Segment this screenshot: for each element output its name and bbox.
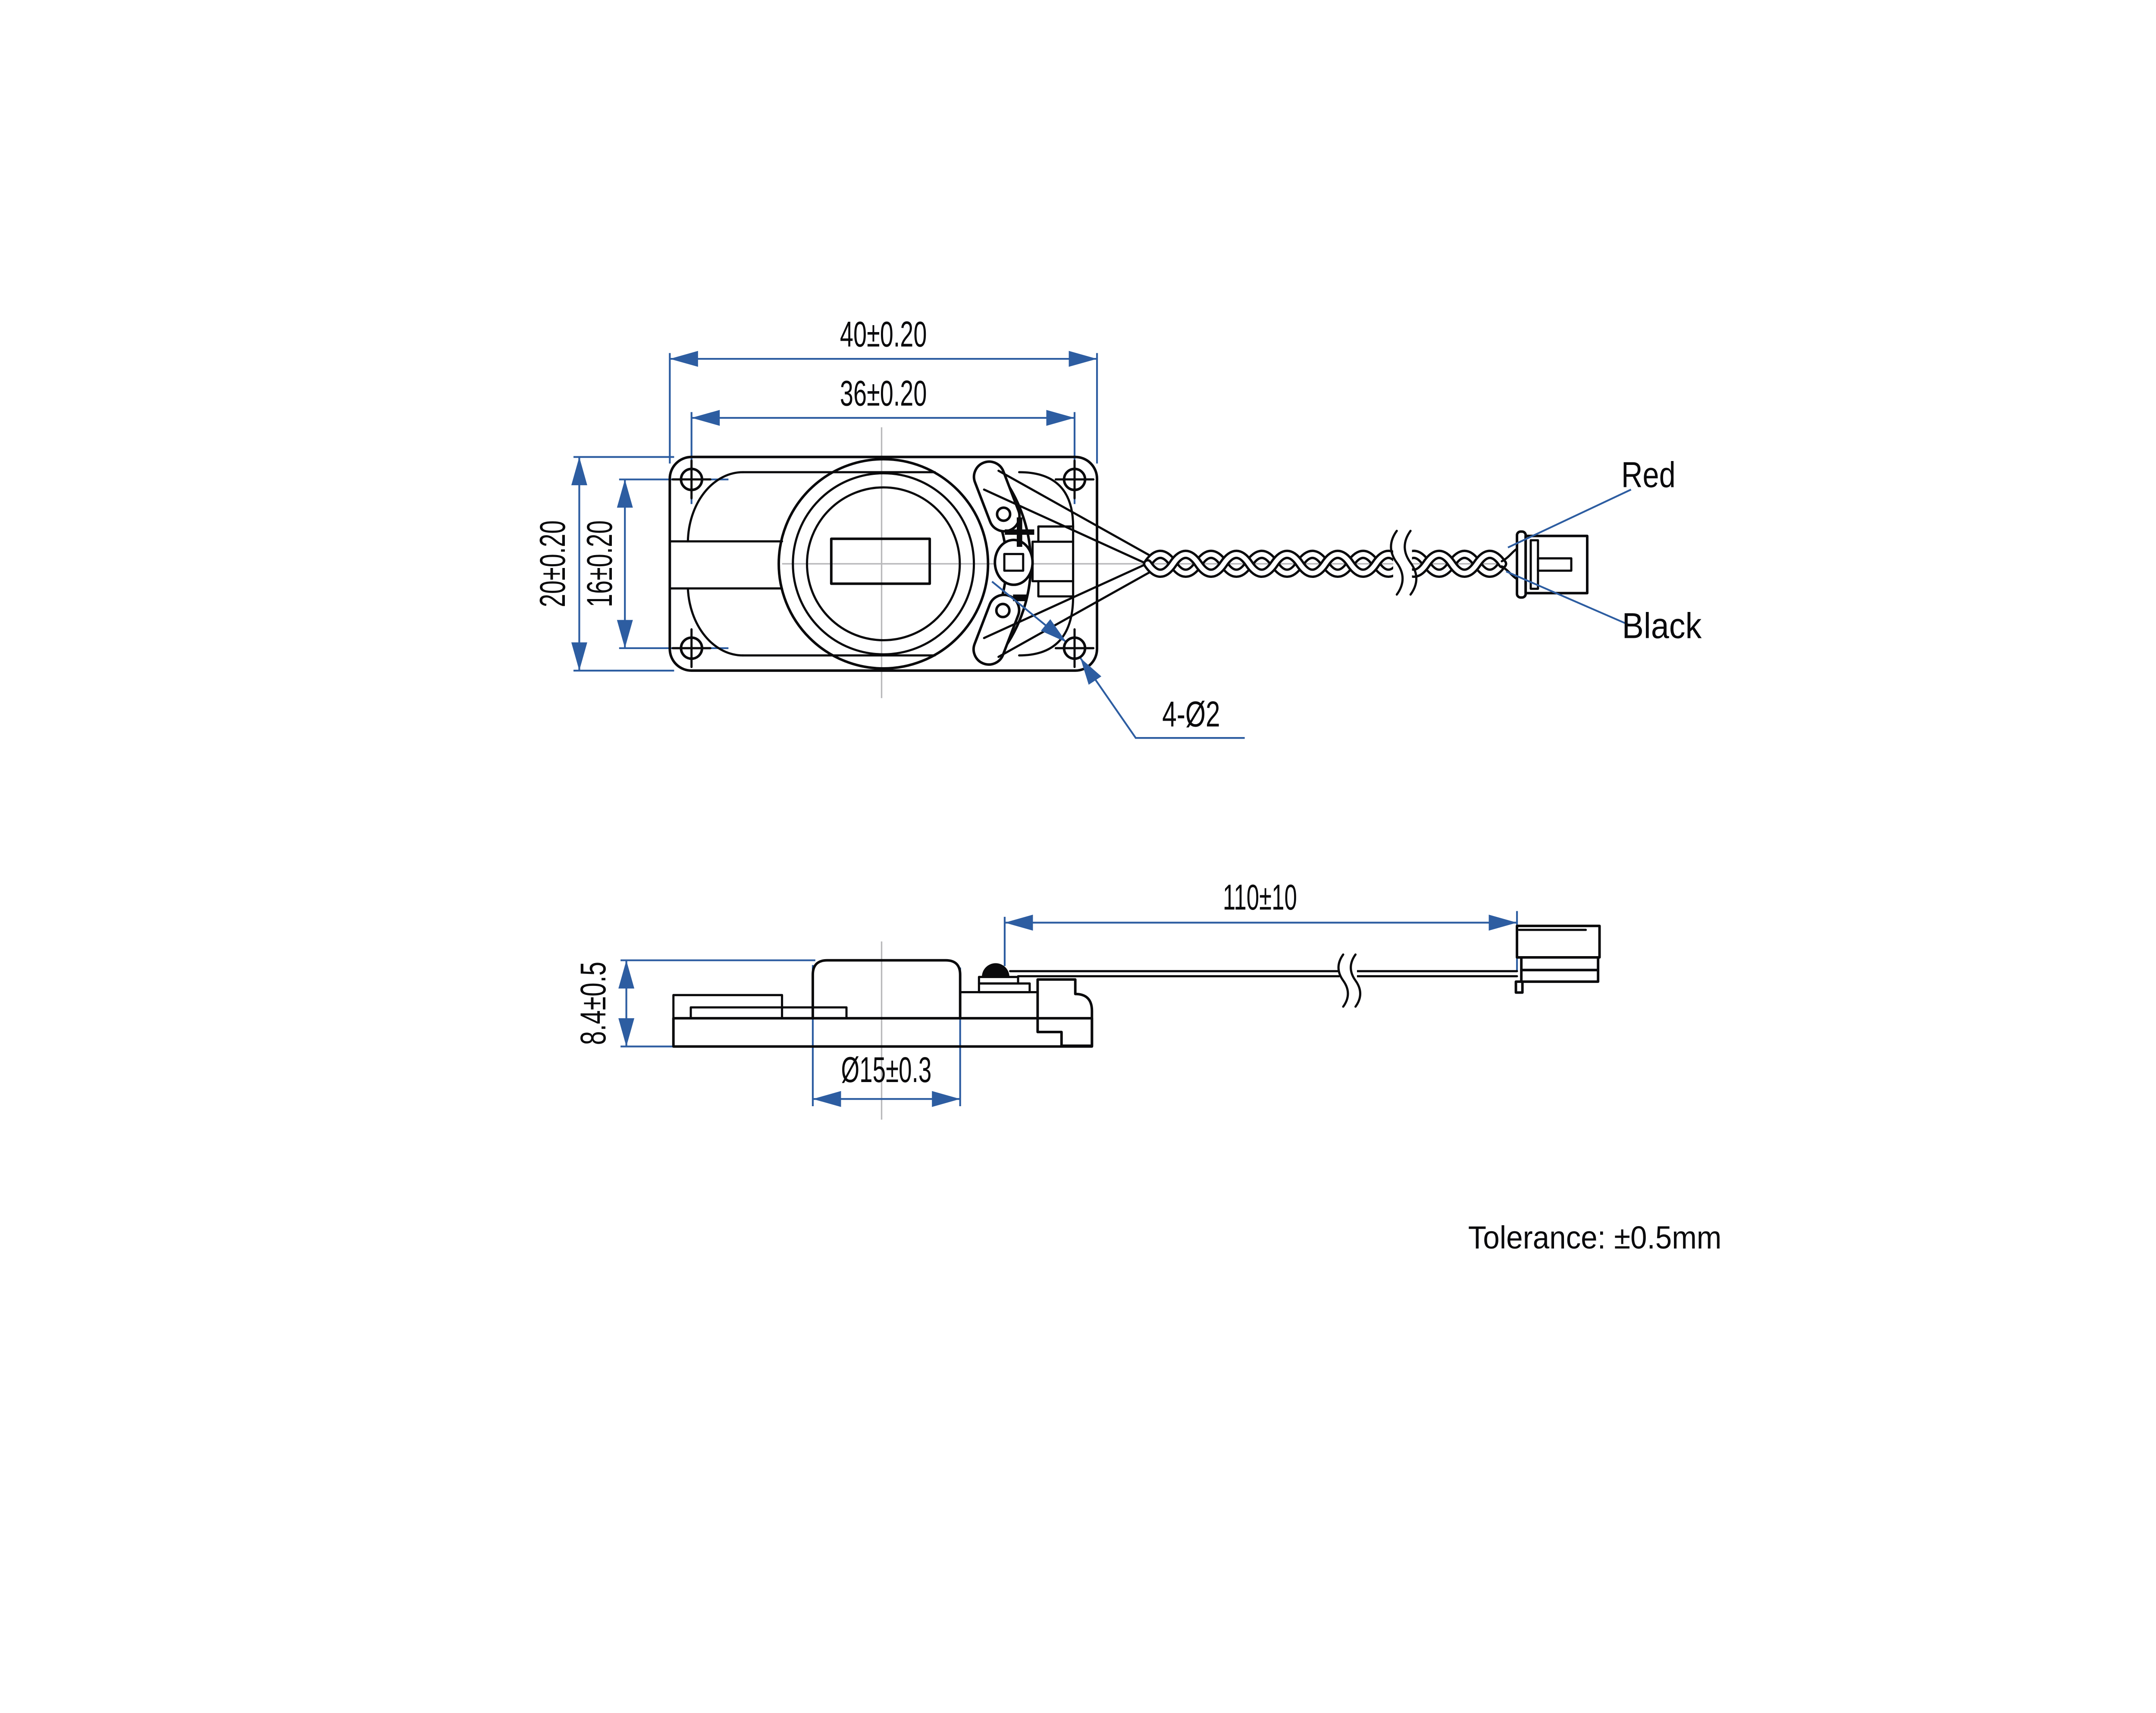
dim-magnet-diameter: Ø15±0.3 — [841, 1049, 931, 1090]
arrowhead — [691, 410, 720, 426]
terminal-hole-positive — [996, 506, 1012, 522]
extension-line — [573, 456, 674, 672]
extension-line — [619, 478, 729, 649]
wire-side-view — [1009, 953, 1518, 1008]
connector-latch-tab — [1514, 980, 1524, 994]
label-red-wire: Red — [1621, 454, 1676, 495]
frame-corner-arc — [1018, 595, 1075, 657]
terminal-grommet — [993, 538, 1034, 586]
top-view: 40±0.20 36±0.20 20±0.20 16±0.20 — [532, 314, 1702, 739]
terminal-pedestal-lower — [978, 982, 1031, 994]
side-view: 8.4±0.5 Ø15±0.3 110±10 — [573, 877, 1601, 1120]
connector-top-view — [1516, 530, 1589, 599]
arrowhead — [617, 479, 633, 508]
dim-hole-spacing-width: 36±0.20 — [840, 373, 927, 413]
mounting-hole — [671, 628, 711, 668]
frame-corner-arc — [686, 587, 744, 657]
solder-joint — [982, 963, 1009, 977]
wire-lead-lines — [983, 469, 1157, 658]
cone-inner-ring — [806, 486, 961, 641]
dim-total-height: 8.4±0.5 — [573, 962, 613, 1045]
terminal-grommet-square — [1003, 553, 1025, 572]
dimensions-top-view: 40±0.20 36±0.20 20±0.20 16±0.20 — [532, 314, 1098, 672]
extension-line — [669, 353, 1098, 464]
arrowhead — [571, 642, 587, 671]
magnet-cup — [812, 959, 962, 1020]
speaker-cone — [777, 458, 990, 670]
dim-outer-width: 40±0.20 — [840, 314, 927, 355]
cone-outer-ring — [777, 458, 990, 670]
wires-top-view — [983, 469, 1519, 658]
arrowhead — [932, 1091, 960, 1107]
speaker-side-profile — [672, 959, 1094, 1048]
arrowhead — [618, 1018, 635, 1047]
frame-base — [672, 1017, 1094, 1048]
arrowhead — [618, 960, 635, 989]
wire-break-symbol — [1390, 530, 1418, 596]
connector-band-upper — [1520, 956, 1600, 972]
terminal-hole-negative — [995, 602, 1011, 618]
arrowhead — [1489, 914, 1517, 931]
dimensions-side-view: 8.4±0.5 Ø15±0.3 110±10 — [573, 877, 1518, 1107]
arrowhead — [571, 457, 587, 486]
label-mounting-holes: 4-Ø2 — [1162, 693, 1220, 734]
mounting-hole — [1054, 628, 1095, 668]
extension-line — [1003, 911, 1518, 971]
gasket-plate — [689, 1006, 848, 1020]
red-leader-line — [1507, 489, 1632, 549]
dim-hole-spacing-height: 16±0.20 — [579, 521, 620, 608]
arrowhead — [1046, 410, 1075, 426]
arrowhead — [1080, 658, 1102, 685]
mounting-hole — [671, 459, 711, 499]
black-leader-line — [1506, 571, 1632, 627]
extension-line — [620, 959, 880, 1048]
connector-band-lower — [1520, 969, 1600, 983]
mounting-hole — [1054, 459, 1095, 499]
arrowhead — [670, 351, 698, 367]
dim-wire-length: 110±10 — [1223, 877, 1297, 917]
frame-outline — [668, 455, 1099, 672]
mounting-holes — [671, 459, 1095, 668]
connector-side-view — [1514, 924, 1601, 994]
label-black-wire: Black — [1622, 605, 1702, 646]
speaker-dimension-drawing: 40±0.20 36±0.20 20±0.20 16±0.20 — [532, 314, 1722, 1256]
terminal-base-block — [959, 991, 1039, 1020]
cone-center-plate — [830, 537, 931, 585]
arrowhead — [617, 620, 633, 648]
arrowhead — [1069, 351, 1097, 367]
connector-pin — [1537, 557, 1573, 572]
labels-top-view: Red Black 4-Ø2 — [991, 454, 1702, 739]
tolerance-note: Tolerance: ±0.5mm — [1468, 1220, 1722, 1255]
wire-break-symbol — [1337, 953, 1361, 1008]
arrowhead — [812, 1091, 841, 1107]
frame-pocket — [669, 540, 783, 590]
terminal-negative-label: - — [1010, 568, 1030, 622]
frame-corner-arc — [1018, 471, 1075, 528]
twisted-wire — [1143, 549, 1507, 578]
frame-corner-arc — [686, 471, 744, 543]
frame-bracket-side — [1036, 978, 1094, 1047]
cone-middle-ring — [792, 472, 975, 656]
arrowhead — [1004, 914, 1033, 931]
wire-lines — [1009, 970, 1518, 978]
dim-outer-height: 20±0.20 — [532, 521, 573, 608]
technical-drawing-sheet: 40±0.20 36±0.20 20±0.20 16±0.20 — [532, 314, 1722, 1256]
arrowhead — [1040, 619, 1067, 643]
